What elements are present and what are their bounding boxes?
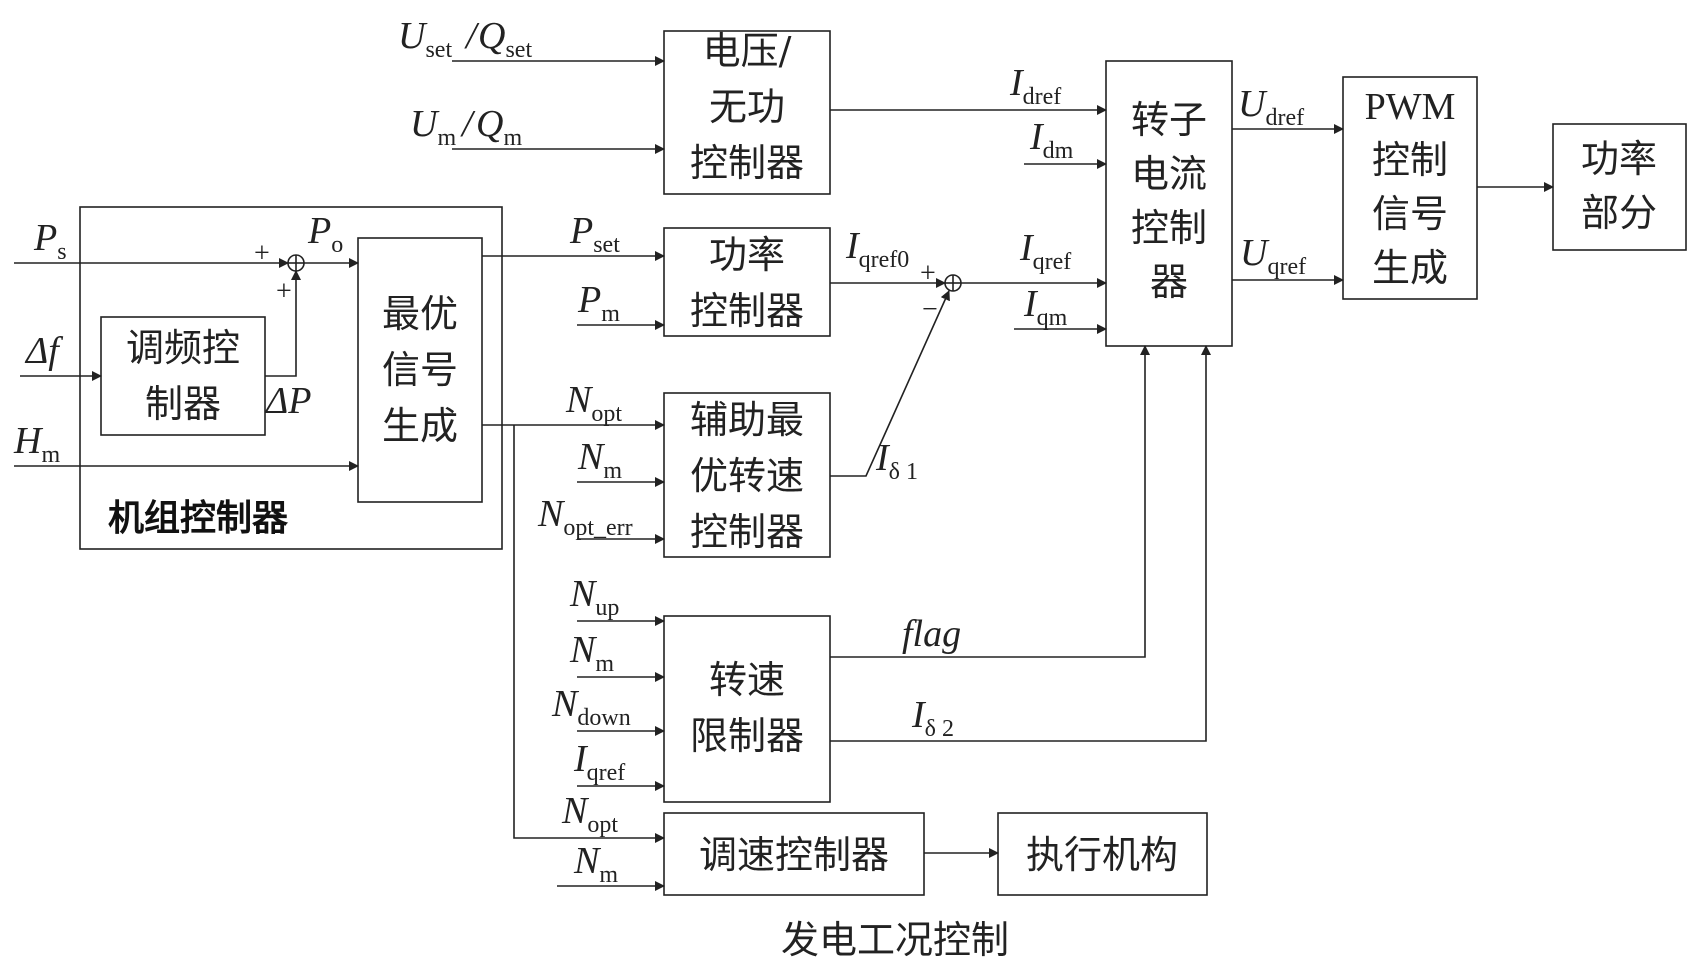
voltage-reactive-label: 电压/无功控制器 <box>690 29 804 185</box>
wire-nopt-governor <box>513 425 665 843</box>
label-i-qref0: Iqref0 <box>845 225 909 273</box>
label-u-set: Uset <box>398 15 452 63</box>
optimal-signal-label: 最优信号生成 <box>382 292 458 448</box>
governor-label: 调速控制器 <box>699 833 889 877</box>
label-slash-2: / <box>460 103 476 145</box>
label-p-set: Pset <box>569 210 620 258</box>
rotor-current-controller-block <box>1105 60 1233 347</box>
label-slash-1: / <box>464 15 480 57</box>
power-section-label: 功率部分 <box>1581 137 1657 235</box>
label-i-delta2: Iδ 2 <box>911 694 954 742</box>
actuator-block <box>997 812 1208 896</box>
label-n-opt-err: Nopt_err <box>537 493 633 541</box>
label-p-m: Pm <box>577 279 620 327</box>
governor-block <box>663 812 925 896</box>
label-q-set: Qset <box>478 15 532 63</box>
label-i-delta1: Iδ 1 <box>875 437 918 485</box>
aux-speed-controller-block <box>663 392 831 558</box>
label-u-m: Um <box>410 103 456 151</box>
power-controller-label: 功率控制器 <box>690 233 804 333</box>
power-section-block <box>1552 123 1687 251</box>
label-p-s: Ps <box>33 217 67 265</box>
wire-delta-p <box>265 270 301 377</box>
label-n-up: Nup <box>569 573 619 621</box>
freq-regulation-label: 调频控制器 <box>126 326 240 426</box>
speed-limiter-block <box>663 615 831 803</box>
sum-po-plus-bottom: + <box>276 276 292 307</box>
wire-i-delta2 <box>830 345 1211 742</box>
label-n-m-governor: Nm <box>573 840 618 888</box>
sum-po-plus-top: + <box>254 238 270 269</box>
label-n-m-limiter: Nm <box>569 629 614 677</box>
label-p-o: Po <box>307 210 343 258</box>
label-n-down: Ndown <box>551 683 631 731</box>
label-i-qm: Iqm <box>1023 283 1068 331</box>
label-h-m: Hm <box>13 420 60 468</box>
label-i-dm: Idm <box>1029 116 1074 164</box>
wire-flag <box>830 345 1150 658</box>
voltage-reactive-block <box>663 30 831 195</box>
label-u-qref: Uqref <box>1240 232 1306 280</box>
label-delta-p: ΔP <box>264 380 312 422</box>
summing-junction-iq <box>944 274 962 292</box>
pwm-signal-block <box>1342 76 1478 300</box>
label-n-opt: Nopt <box>565 379 622 427</box>
label-delta-f: Δf <box>24 330 63 372</box>
freq-regulation-block <box>100 316 266 436</box>
label-q-m: Qm <box>476 103 522 151</box>
label-i-qref-limiter: Iqref <box>573 738 625 786</box>
summing-junction-po <box>287 254 305 272</box>
label-flag: flag <box>902 613 961 655</box>
unit-controller-title: 机组控制器 <box>108 498 289 539</box>
connections <box>14 56 1554 891</box>
rotor-current-controller-label: 转子电流控制器 <box>1131 98 1207 304</box>
sum-iq-minus: − <box>922 294 938 325</box>
label-i-qref: Iqref <box>1019 227 1071 275</box>
label-n-m-aux: Nm <box>577 436 622 484</box>
optimal-signal-block <box>357 237 483 503</box>
speed-limiter-label: 转速限制器 <box>690 658 804 758</box>
actuator-label: 执行机构 <box>1026 833 1178 877</box>
wire-i-delta1 <box>830 290 950 477</box>
label-u-dref: Udref <box>1238 83 1304 131</box>
label-n-opt-governor: Nopt <box>561 790 618 838</box>
figure-caption: 发电工况控制 <box>781 918 1009 962</box>
aux-speed-controller-label: 辅助最优转速控制器 <box>690 398 804 554</box>
power-controller-block <box>663 227 831 337</box>
label-i-dref: Idref <box>1009 62 1061 110</box>
sum-iq-plus: + <box>920 258 936 289</box>
